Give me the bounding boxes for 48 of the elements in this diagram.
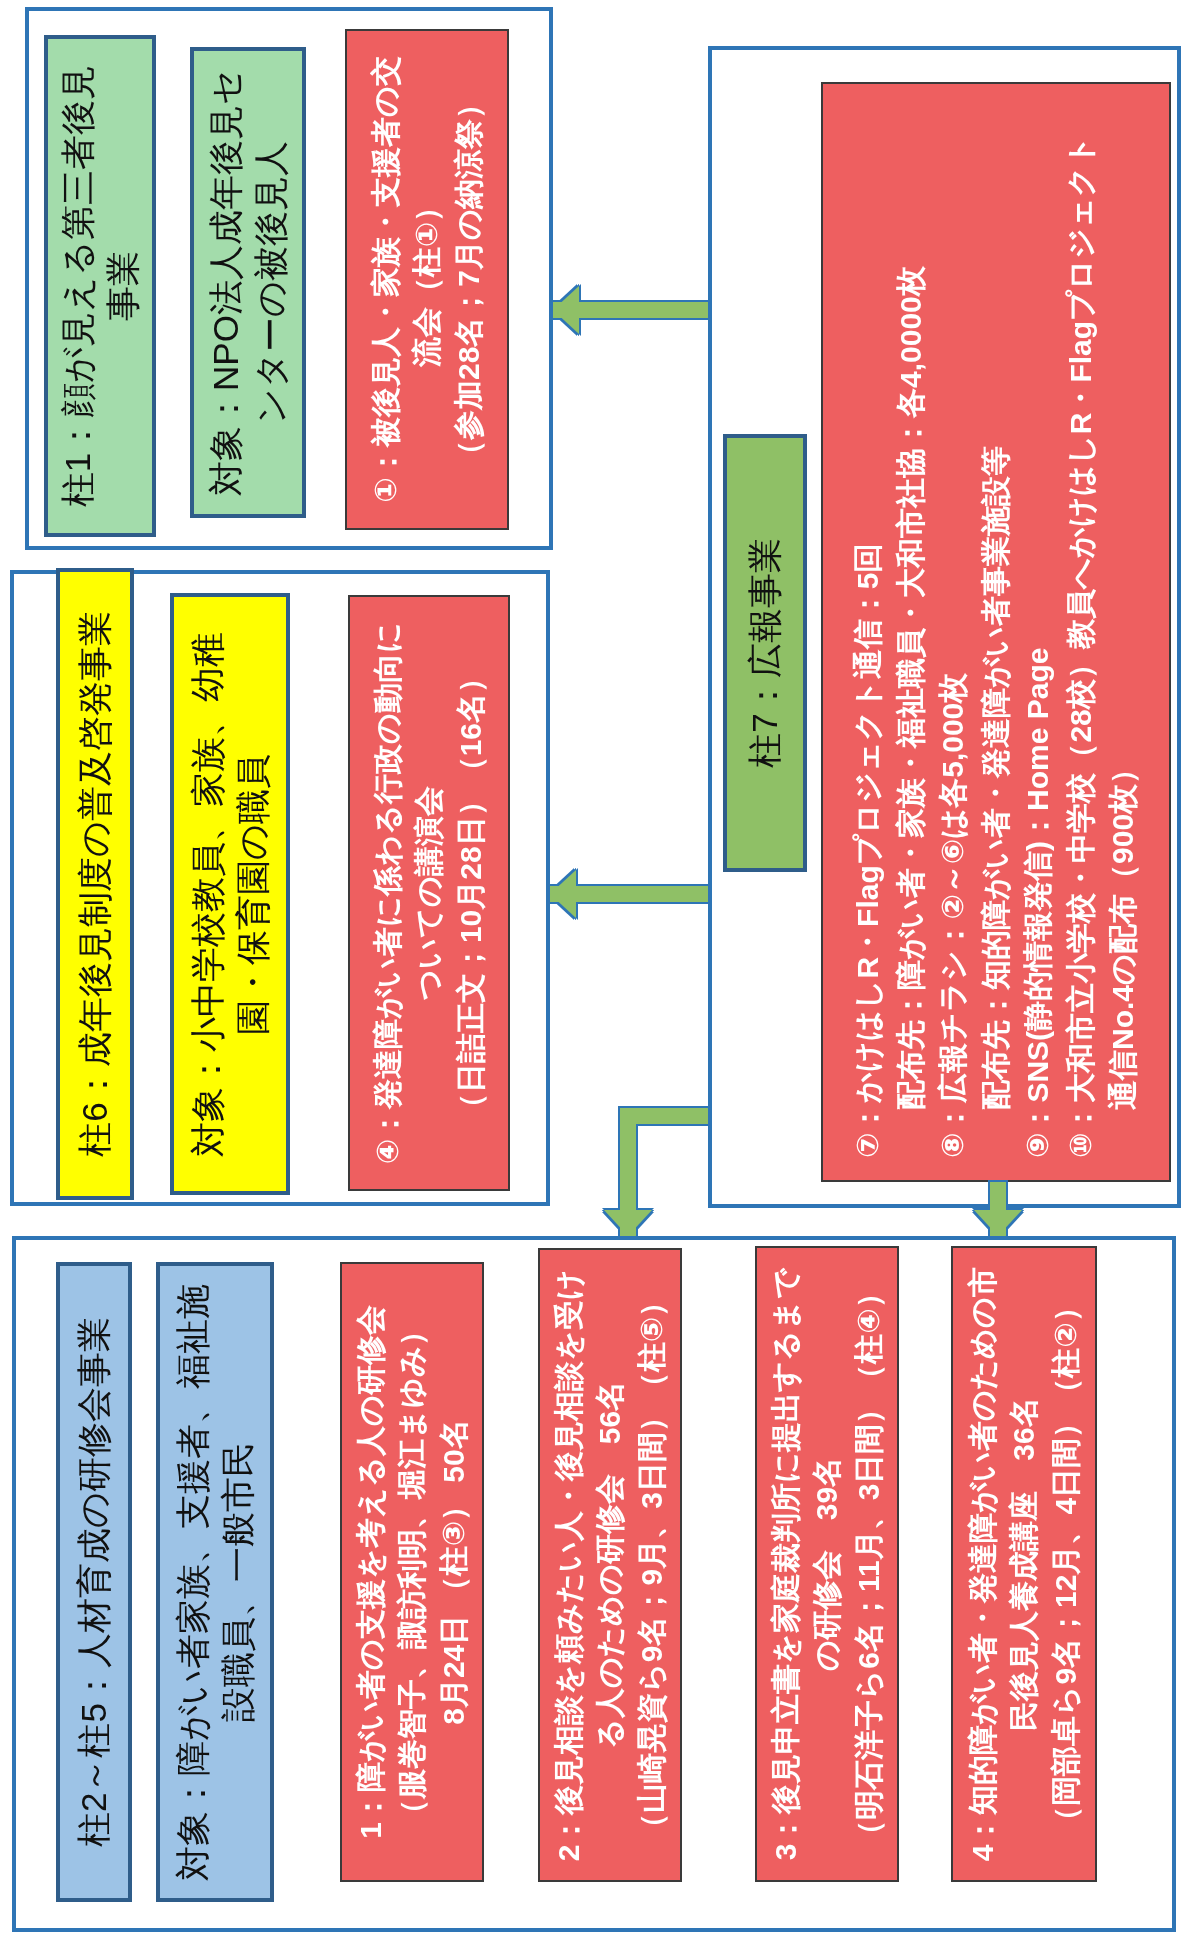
target-text: 対象：小中学校教員、家族、幼稚園・保育園の職員 — [186, 630, 273, 1159]
detail-text: （参加28名；7月の納涼祭） — [450, 87, 486, 473]
event-text: ①：被後見人・家族・支援者の交流会（柱①） — [367, 55, 445, 505]
target-text: 対象：障がい者家族、支援者、福祉施設職員、一般市民 — [171, 1282, 258, 1883]
heading-text: 柱1：顔が見える第三者後見事業 — [56, 63, 143, 510]
section-panel — [10, 570, 550, 1206]
block-arrow — [604, 1108, 708, 1236]
target-box — [190, 47, 306, 518]
block-arrow — [550, 870, 708, 918]
detail-text: （明石洋子ら6名；11月、3日間）（柱④） — [850, 1277, 886, 1852]
event-box — [821, 82, 1171, 1182]
event-text: 1：障がい者の支援を考える人の研修会 — [352, 1304, 388, 1841]
event-box — [340, 1262, 484, 1882]
block-arrow — [974, 1182, 1022, 1236]
heading-box — [56, 1262, 132, 1902]
event-box — [348, 595, 510, 1191]
heading-text: 柱7：広報事業 — [744, 537, 786, 770]
detail-text: （服巻智子、諏訪利明、堀江まゆみ） — [394, 1314, 430, 1831]
event-box — [538, 1248, 682, 1882]
block-arrow — [553, 286, 708, 334]
heading-box — [44, 35, 156, 537]
event-text: ⑨：SNS(静的情報発信)：Home Page — [1020, 646, 1056, 1158]
detail-text: （山崎晃資ら9名；9月、3日間）（柱⑤） — [633, 1285, 669, 1846]
detail-text: （岡部卓ら9名；12月、4日間）（柱②） — [1047, 1291, 1083, 1838]
heading-box — [723, 434, 807, 872]
event-text: 配布先：知的障がい者・発達障がい者事業施設等 — [977, 445, 1013, 1112]
section-panel — [708, 46, 1181, 1208]
heading-box — [56, 568, 134, 1200]
section-panel — [12, 1236, 1176, 1932]
event-box — [951, 1246, 1097, 1882]
event-text: ⑦：かけはしR・Flagプロジェクト通信：5回 — [849, 541, 885, 1158]
event-box — [345, 29, 509, 530]
target-text: 対象：NPO法人成年後見センターの被後見人 — [204, 68, 291, 498]
event-text: 配布先：障がい者・家族・福祉職員・大和市社協：各4,0000枚 — [892, 265, 928, 1112]
detail-text: 8月24日 （柱③） 50名 — [435, 1418, 471, 1727]
event-box — [755, 1246, 899, 1882]
detail-text: （日詰正文；10月28日）（16名） — [452, 661, 488, 1126]
heading-text: 柱6：成年後見制度の普及啓発事業 — [74, 610, 116, 1159]
event-text: ⑩：大和市立小学校・中学校（28校）教員へかけはしR・Flagプロジェクト通信No.4の配布（900枚） — [1062, 133, 1141, 1158]
event-text: 4：知的障がい者・発達障がい者のための市民後見人養成講座 36名 — [964, 1265, 1042, 1864]
target-box — [170, 593, 290, 1195]
section-panel — [25, 7, 553, 550]
event-text: ④：発達障がい者に係わる行政の動向についての講演会 — [369, 620, 447, 1167]
event-text: ⑧：広報チラシ：②～⑥は各5,000枚 — [935, 671, 971, 1158]
heading-text: 柱2～柱5：人材育成の研修会事業 — [73, 1316, 115, 1849]
target-box — [156, 1262, 274, 1902]
event-text: 2：後見相談を頼みたい人・後見相談を受ける人のための研修会 56名 — [550, 1267, 628, 1864]
event-text: 3：後見申立書を家庭裁判所に提出するまでの研修会 39名 — [767, 1266, 845, 1863]
